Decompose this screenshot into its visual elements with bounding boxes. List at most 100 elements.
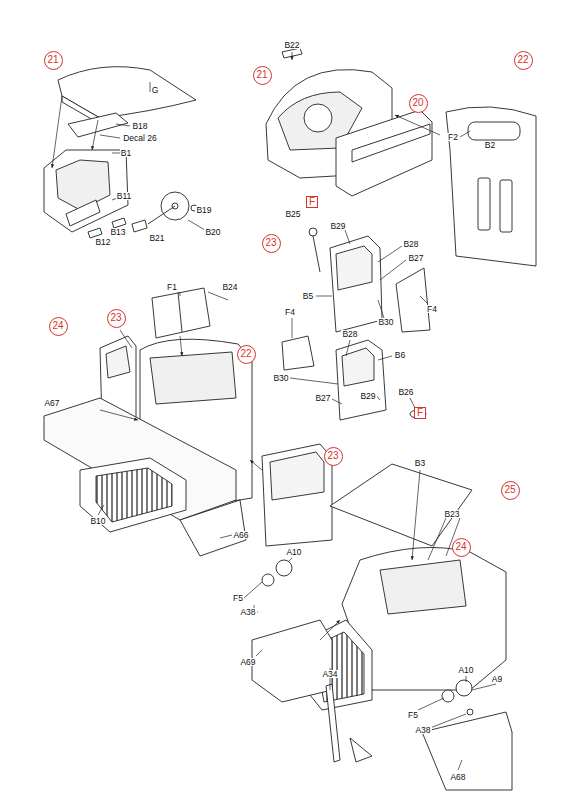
part-number: B18 [131, 122, 148, 131]
part-number: A10 [457, 666, 474, 675]
drawing-stroke [256, 650, 262, 656]
part-number: B13 [109, 228, 126, 237]
drawing-stroke [422, 712, 512, 790]
callout-number: 23 [327, 451, 338, 461]
drawing-stroke [466, 676, 467, 682]
part-number: Decal 26 [122, 134, 158, 143]
drawing-stroke [446, 107, 536, 266]
drawing-stroke [116, 124, 130, 126]
drawing-stroke [478, 178, 490, 230]
step-circle: 21 [44, 51, 63, 70]
drawing-stroke [316, 296, 332, 297]
drawing-stroke [292, 52, 293, 60]
drawing-stroke [92, 120, 98, 150]
drawing-stroke [112, 218, 126, 228]
drawing-stroke [500, 180, 512, 232]
drawing-stroke [326, 684, 340, 762]
drawing-stroke [220, 535, 232, 538]
part-number: B20 [204, 228, 221, 237]
part-number: B23 [443, 510, 460, 519]
drawing-stroke [309, 228, 317, 236]
part-number: B26 [397, 388, 414, 397]
reference-box: F [306, 196, 318, 208]
part-number: F5 [407, 711, 419, 720]
drawing-stroke [244, 582, 262, 598]
step-circle: 21 [253, 66, 272, 85]
part-number: A10 [285, 548, 302, 557]
drawing-stroke [330, 464, 472, 546]
drawing-stroke [96, 468, 172, 522]
drawing-stroke [378, 300, 384, 318]
part-number: B30 [272, 374, 289, 383]
drawing-stroke [150, 352, 236, 404]
part-number: B19 [195, 206, 212, 215]
drawing-stroke [152, 288, 210, 338]
parts [44, 48, 536, 790]
drawing-stroke [106, 346, 130, 378]
drawing-stroke [304, 104, 332, 132]
drawing-stroke [467, 709, 473, 715]
part-number: A9 [491, 675, 503, 684]
drawing-stroke [250, 460, 262, 470]
callout-number: 22 [240, 349, 251, 359]
part-number: B25 [284, 210, 301, 219]
drawing-stroke [428, 518, 446, 560]
step-circle: 23 [262, 234, 281, 253]
callout-number: 23 [110, 313, 121, 323]
drawing-stroke [56, 160, 110, 210]
part-number: B28 [341, 330, 358, 339]
drawing-stroke [380, 560, 466, 614]
part-number: B2 [484, 141, 496, 150]
callout-number: 21 [47, 55, 58, 65]
drawing-stroke [346, 340, 350, 356]
part-number: F4 [426, 305, 438, 314]
drawing-stroke [292, 318, 293, 338]
part-number: B5 [302, 292, 314, 301]
drawing-stroke [120, 330, 132, 348]
callout-number: 24 [455, 542, 466, 552]
callout-number: 23 [265, 238, 276, 248]
drawing-stroke [396, 268, 430, 332]
drawing-stroke [378, 246, 402, 262]
drawing-stroke [336, 110, 432, 196]
step-circle: 22 [514, 51, 533, 70]
drawing-stroke [178, 292, 182, 332]
drawing-stroke [460, 131, 470, 137]
drawing-stroke [288, 558, 292, 562]
part-number: F1 [166, 283, 178, 292]
drawing-stroke [330, 236, 382, 332]
drawing-stroke [420, 296, 428, 304]
drawing-stroke [68, 113, 128, 137]
drawing-stroke [180, 500, 246, 556]
part-number: A67 [43, 399, 60, 408]
part-number: B6 [394, 351, 406, 360]
part-number: B22 [283, 41, 300, 50]
part-number: B27 [314, 394, 331, 403]
drawing-stroke [188, 220, 205, 230]
part-number: F2 [447, 133, 459, 142]
part-number: B27 [407, 254, 424, 263]
part-number: B1 [120, 149, 132, 158]
drawing-stroke [412, 470, 420, 560]
drawing-stroke [458, 760, 462, 770]
drawing-stroke [442, 690, 454, 702]
drawing-stroke [350, 738, 372, 762]
part-number: A69 [239, 658, 256, 667]
callout-number: 24 [52, 321, 63, 331]
drawing-stroke [80, 458, 186, 532]
drawing-stroke [252, 620, 332, 702]
drawing-stroke [208, 292, 228, 300]
drawing-stroke [100, 135, 120, 138]
part-number: B24 [221, 283, 238, 292]
part-number: B28 [402, 240, 419, 249]
drawing-stroke [418, 698, 444, 710]
drawing-stroke [88, 228, 102, 238]
part-number: A66 [232, 531, 249, 540]
drawing-stroke [290, 378, 338, 384]
reference-box: F [414, 407, 426, 419]
drawing-stroke [112, 153, 120, 154]
drawing-stroke [345, 230, 350, 244]
drawing-stroke [262, 574, 274, 586]
